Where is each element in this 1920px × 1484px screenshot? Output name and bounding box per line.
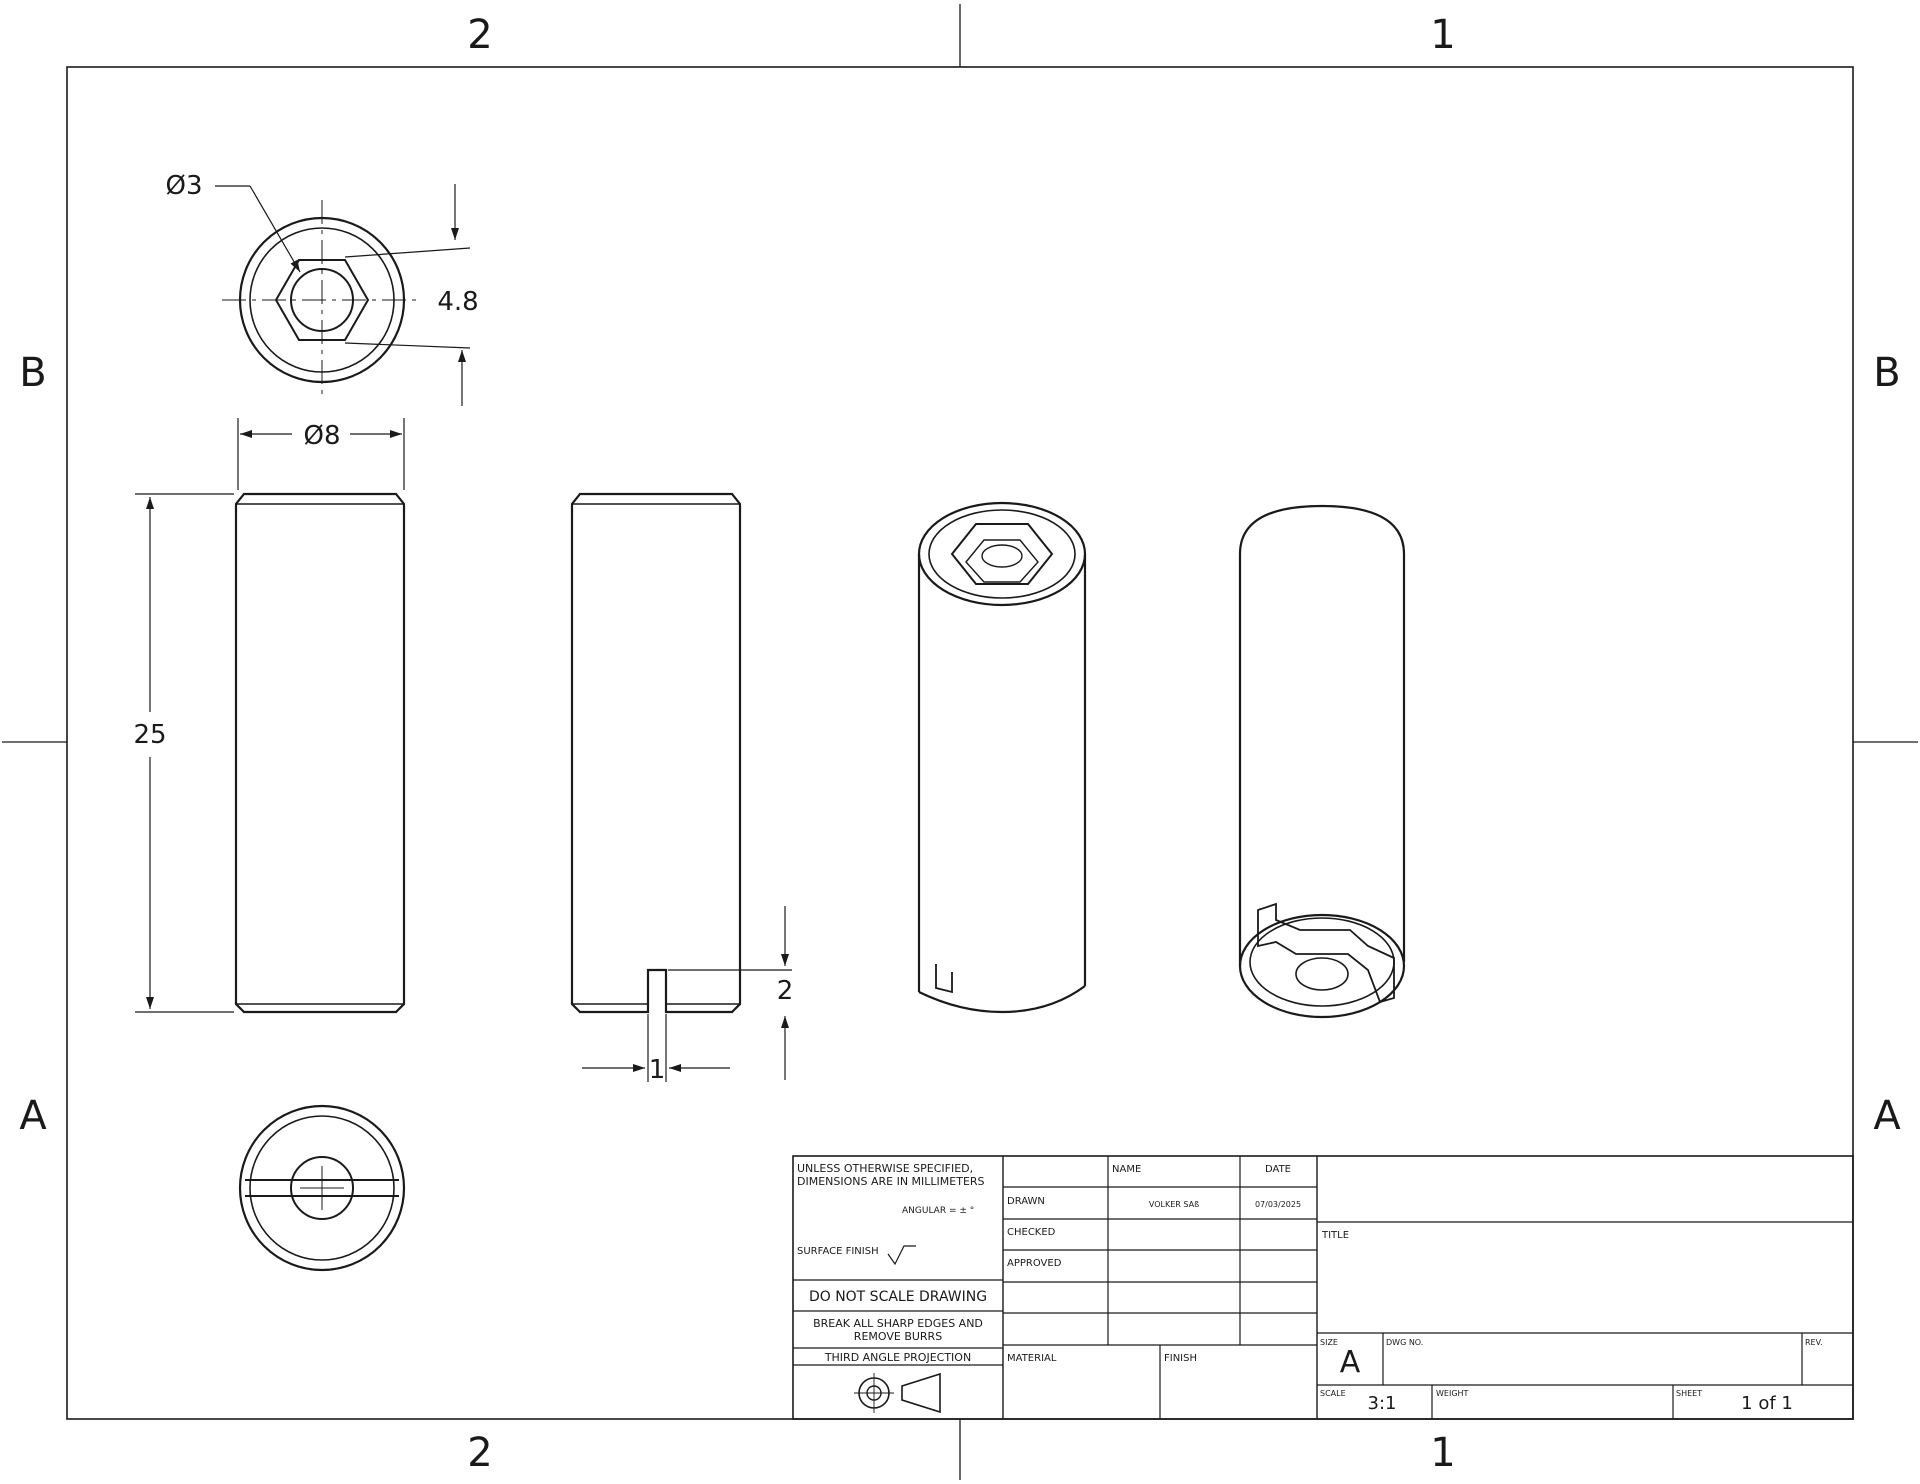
surface-finish-label: SURFACE FINISH [797,1246,879,1257]
sheet-value: 1 of 1 [1741,1393,1793,1414]
zone-row-b-left: B [19,350,46,396]
isometric-view-bottom [1238,504,1406,1019]
hex-flats-dimension: 4.8 [344,184,479,406]
slot-width-label: 1 [649,1055,666,1085]
length-label: 25 [133,720,166,750]
hole-dia-label: Ø3 [165,171,202,201]
hex-flats-label: 4.8 [437,287,478,317]
side-view [570,492,742,1014]
surface-finish-icon [887,1245,916,1266]
top-view [222,200,422,400]
drawn-label: DRAWN [1007,1196,1045,1207]
angular-tolerance: ANGULAR = ± ° [902,1206,974,1216]
zone-row-a-left: A [19,1093,47,1139]
zone-col-2-bottom: 2 [467,1430,492,1476]
length-dimension: 25 [133,493,234,1013]
material-label: MATERIAL [1007,1353,1057,1364]
zone-col-2-top: 2 [467,12,492,58]
tolerance-note-line2: DIMENSIONS ARE IN MILLIMETERS [797,1175,985,1188]
rev-label: REV. [1805,1338,1823,1347]
tolerance-note-line1: UNLESS OTHERWISE SPECIFIED, [797,1162,973,1175]
title-block-text: UNLESS OTHERWISE SPECIFIED, DIMENSIONS A… [797,1162,1823,1414]
zone-labels: 2 1 2 1 B B A A [19,12,1901,1476]
slot-width-dimension: 1 [582,1014,730,1085]
size-label: SIZE [1320,1338,1338,1347]
zone-row-b-right: B [1873,350,1900,396]
title-label: TITLE [1321,1230,1349,1241]
size-value: A [1340,1345,1361,1380]
drawn-name: VOLKER SAß [1149,1200,1199,1209]
slot-depth-label: 2 [777,976,794,1006]
approved-label: APPROVED [1007,1258,1062,1269]
projection-label: THIRD ANGLE PROJECTION [824,1351,971,1364]
break-edges-line1: BREAK ALL SHARP EDGES AND [813,1317,983,1330]
drawn-date: 07/03/2025 [1255,1200,1301,1209]
outer-diameter-dimension: Ø8 [237,418,405,490]
scale-value: 3:1 [1368,1393,1397,1414]
date-header: DATE [1265,1164,1291,1175]
zone-col-1-bottom: 1 [1430,1430,1455,1476]
break-edges-line2: REMOVE BURRS [854,1330,942,1343]
checked-label: CHECKED [1007,1227,1056,1238]
zone-col-1-top: 1 [1430,12,1455,58]
dwg-no-label: DWG NO. [1386,1338,1423,1347]
zone-row-a-right: A [1873,1093,1901,1139]
projection-symbol-icon [854,1372,941,1414]
sheet-label: SHEET [1676,1389,1702,1398]
weight-label: WEIGHT [1436,1389,1469,1398]
bottom-view [238,1104,406,1272]
outer-dia-label: Ø8 [303,421,340,451]
isometric-view-top [917,501,1087,1014]
scale-label: SCALE [1320,1389,1346,1398]
name-header: NAME [1112,1164,1141,1175]
hole-diameter-dimension: Ø3 [165,171,301,273]
front-view [234,492,406,1014]
slot-depth-dimension: 2 [668,906,793,1080]
title-block [792,1155,1854,1420]
finish-label: FINISH [1164,1353,1197,1364]
do-not-scale-note: DO NOT SCALE DRAWING [809,1289,987,1305]
